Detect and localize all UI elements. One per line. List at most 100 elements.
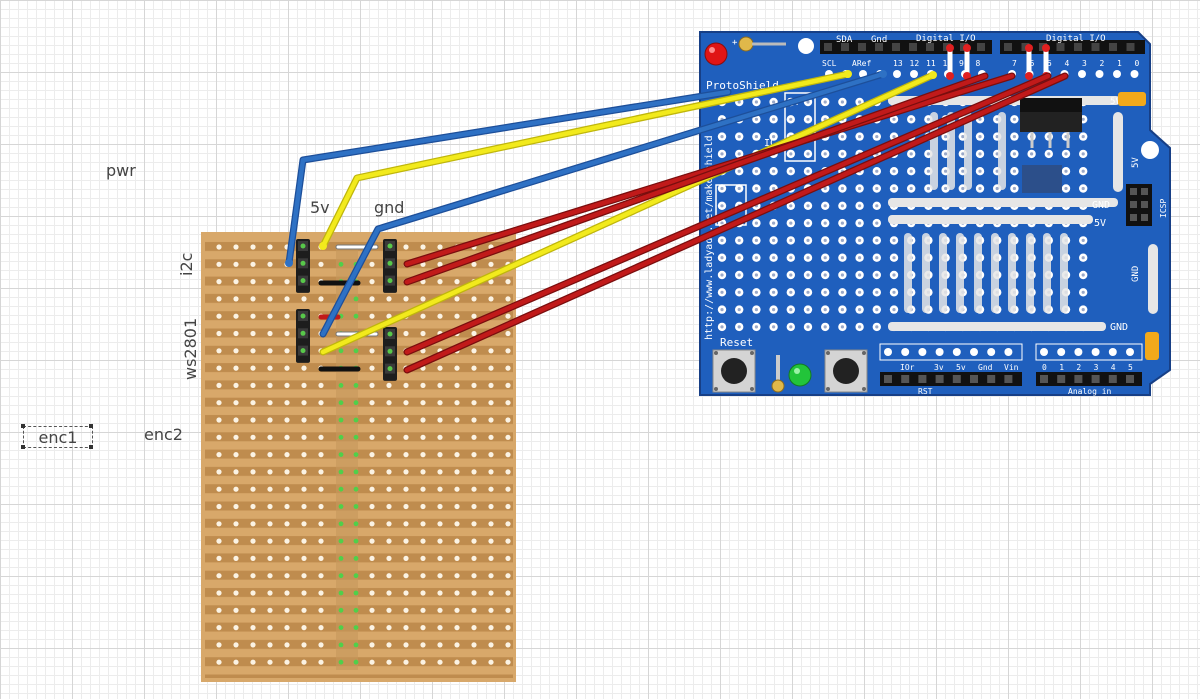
enc1-corner-br [89, 445, 93, 449]
top-pin-number: 4 [1065, 59, 1070, 68]
top-pin-number: 11 [926, 59, 936, 68]
top-pin-number: 0 [1135, 59, 1140, 68]
wire-yellow-5v [320, 71, 851, 249]
sda-label: SDA [836, 35, 853, 45]
analog-header-outline [1035, 343, 1143, 361]
icsp-pins [1130, 188, 1148, 221]
resistor-icon [771, 379, 785, 393]
analog-pin-label: 2 [1076, 363, 1081, 372]
top-pin-number: 2 [1100, 59, 1105, 68]
analog-pin-label: 4 [1111, 363, 1116, 372]
arduino-protoshield[interactable]: SDA Gnd Digital I/O Digital I/O SCL ARef… [699, 31, 1171, 396]
wire-red-1 [404, 73, 1015, 267]
rail-5v-mid [888, 215, 1093, 224]
top-pin-number: 8 [976, 59, 981, 68]
power-header-label: Gnd [978, 363, 993, 372]
gnd-top-label: Gnd [871, 35, 887, 45]
analog-pin-label: 1 [1059, 363, 1064, 372]
top-header-right [1000, 40, 1145, 54]
ws2801-label: ws2801 [181, 318, 200, 380]
wire-red-2 [404, 73, 988, 285]
stripboard[interactable] [201, 232, 516, 682]
label-5v-mid: 5V [1094, 218, 1106, 229]
power-header-outline [879, 343, 1023, 361]
enc1-corner-bl [21, 445, 25, 449]
aref-label: ARef [852, 59, 871, 68]
rail-gnd-side [1148, 244, 1158, 314]
analog-pin-labels: 0 1 2 3 4 5 [1042, 363, 1133, 372]
label-gnd-mid: GND [1092, 200, 1110, 211]
power-header-label: IOr [900, 363, 915, 372]
wire-red-4 [404, 73, 1068, 373]
wires[interactable] [285, 70, 1069, 374]
capacitor-icon [738, 36, 754, 52]
power-header [880, 372, 1022, 386]
analog-pin-label: 5 [1128, 363, 1133, 372]
top-pin-number: 3 [1082, 59, 1087, 68]
top-pin-number: 6 [1030, 59, 1035, 68]
digital-io-left-label: Digital I/O [916, 34, 976, 44]
rail-5v-side [1113, 112, 1123, 192]
stripboard-headers [296, 239, 397, 381]
rst-label: RST [918, 387, 933, 396]
led-plus-mark: + [732, 38, 738, 48]
mount-hole-icon [798, 38, 814, 54]
stripboard-strips [205, 238, 513, 678]
regulator-tab [1020, 98, 1082, 114]
regulator-caps [1022, 165, 1062, 193]
enc1-corner-tr [89, 424, 93, 428]
user-button[interactable] [824, 349, 868, 393]
yellow-cap-top [1118, 92, 1146, 106]
regulator-body [1020, 112, 1082, 132]
top-pin-number: 5 [1047, 59, 1052, 68]
top-pin-number: 12 [910, 59, 920, 68]
gnd-label: gnd [374, 198, 404, 217]
digital-io-right-label: Digital I/O [1046, 34, 1106, 44]
icsp-label: ICSP [1159, 199, 1168, 218]
rail-gnd-bottom [888, 322, 1106, 331]
top-pin-number: 10 [943, 59, 953, 68]
label-5v-top: 5V [1110, 97, 1121, 107]
label-5v-side: 5V [1131, 157, 1141, 168]
reset-label: Reset [720, 336, 753, 349]
scl-label: SCL [822, 59, 837, 68]
top-pin-number: 13 [893, 59, 903, 68]
enc1-label: enc1 [38, 427, 78, 447]
label-gnd-bottom: GND [1110, 322, 1128, 333]
header-pin-jumpers [946, 44, 1050, 80]
yellow-cap-side [1145, 332, 1159, 360]
bottom-header-pins [884, 348, 1134, 383]
red-led-highlight [709, 47, 715, 53]
label-gnd-side: GND [1131, 266, 1141, 282]
power-header-label: Vin [1004, 363, 1019, 372]
wire-blue-gnd [320, 71, 886, 337]
analog-in-label: Analog in [1068, 387, 1112, 396]
wire-yellow-2 [320, 72, 936, 355]
green-led-icon [788, 363, 812, 387]
analog-pin-label: 0 [1042, 363, 1047, 372]
wire-blue-scl [286, 89, 731, 266]
protoshield-brand: ProtoShield [706, 79, 779, 92]
chip-text: IC [764, 138, 776, 149]
top-pin-number: 7 [1012, 59, 1017, 68]
mount-hole-right-icon [1141, 141, 1159, 159]
power-header-labels: IOr 3v 5v Gnd Vin [900, 363, 1019, 372]
top-pin-number: 9 [959, 59, 964, 68]
i2c-label: i2c [177, 253, 196, 276]
enc1-corner-tl [21, 424, 25, 428]
label-5v: 5v [310, 198, 330, 217]
reset-button[interactable] [712, 349, 756, 393]
analog-pin-label: 3 [1094, 363, 1099, 372]
icsp-header [1126, 184, 1152, 226]
power-header-label: 3v [934, 363, 944, 372]
top-pin-number: 1 [1117, 59, 1122, 68]
enc1-part[interactable]: enc1 [23, 426, 93, 448]
enc2-label: enc2 [144, 425, 183, 444]
green-led-highlight [794, 368, 800, 374]
wire-red-3 [404, 73, 1051, 355]
red-led-icon [704, 42, 728, 66]
power-header-label: 5v [956, 363, 966, 372]
pwr-label: pwr [106, 161, 136, 180]
